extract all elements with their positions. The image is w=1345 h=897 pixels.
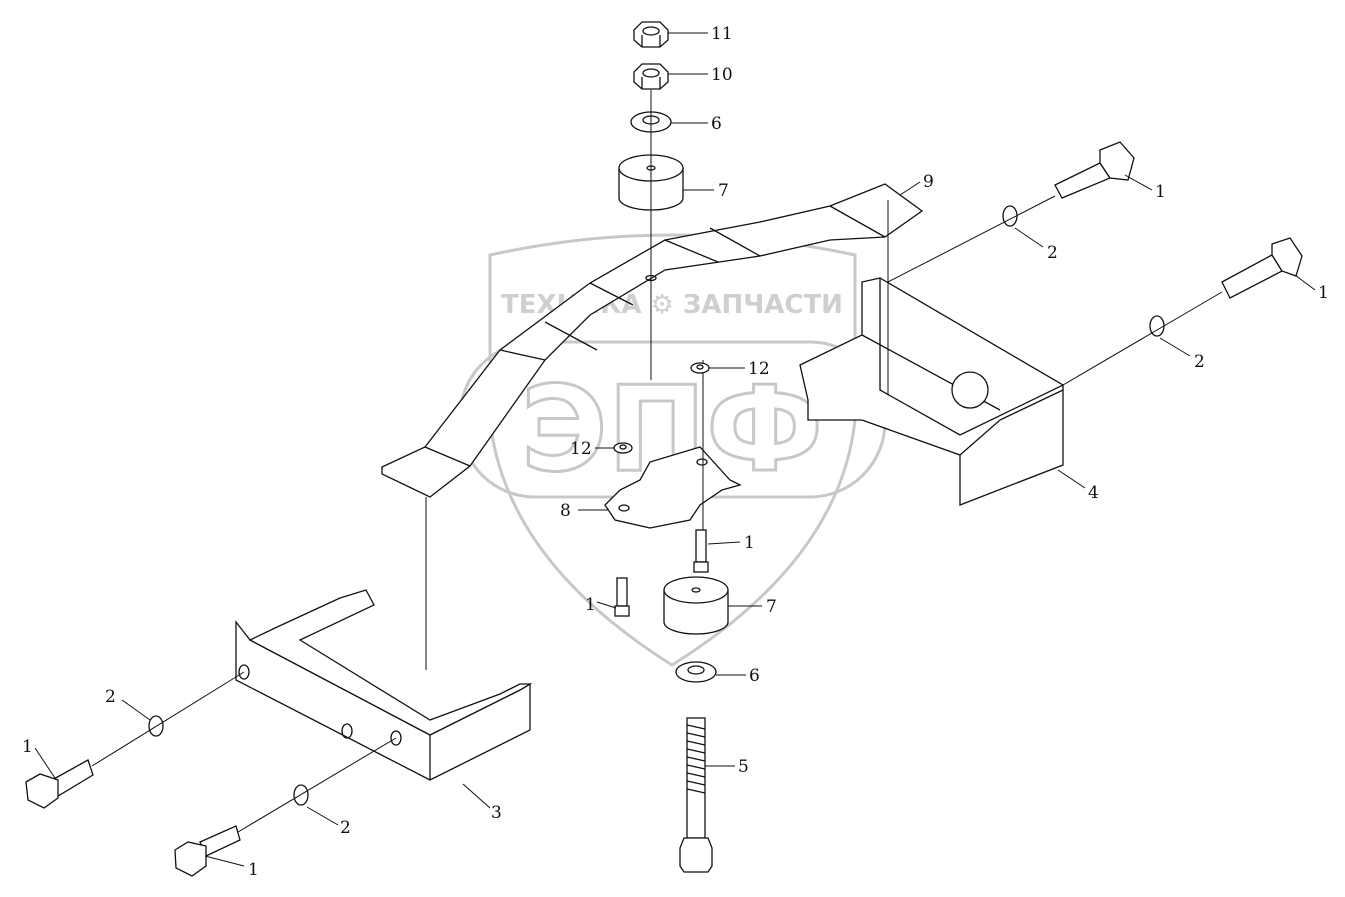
axis-front-left [91,671,245,767]
rubber-pad-bottom [663,576,729,635]
callout-leaf-spring: 9 [923,172,934,192]
callout-bracket-rear: 4 [1088,483,1099,503]
callout-clamp: 8 [560,501,571,521]
callout-washer-top: 6 [711,114,722,134]
bolt-rear-upper [1054,141,1135,199]
nut-lower [633,63,669,90]
callout-nut-upper: 11 [711,24,733,44]
small-bolt-left [614,577,630,617]
callout-small-nut-left: 12 [570,439,592,459]
leaf-spring [381,183,924,498]
bolt-front-left [25,759,94,809]
callout-pad-top: 7 [718,181,729,201]
bracket-front [235,589,533,781]
callout-bolt-rear-lower: 1 [1318,283,1329,303]
bolt-rear-lower [1221,237,1303,299]
callout-bolt-front-left: 1 [22,737,33,757]
callout-bolt-rear-upper: 1 [1155,182,1166,202]
axis-rear-lower [1062,291,1223,386]
small-nut-right [690,362,710,374]
callout-nut-lower: 10 [711,65,733,85]
callout-washer-front-left: 2 [105,687,116,707]
leader-lines [34,32,1316,867]
callout-bracket-front: 3 [491,803,502,823]
bolt-front-bottom [174,825,241,877]
flat-washer-bottom [675,661,717,683]
callout-washer-front-bottom: 2 [340,818,351,838]
small-nut-left [613,442,633,454]
callout-washer-rear-upper: 2 [1047,243,1058,263]
callout-small-bolt-left: 1 [585,595,596,615]
clamp [604,360,742,540]
callout-long-bolt: 5 [738,757,749,777]
callout-washer-bottom: 6 [749,666,760,686]
callout-pad-bottom: 7 [766,597,777,617]
long-bolt [679,717,713,873]
small-bolt-right [693,529,709,573]
callout-bolt-front-bottom: 1 [248,860,259,880]
axis-rear-upper [887,195,1056,283]
callout-small-bolt-right: 1 [744,533,755,553]
nut-upper [633,21,669,48]
callout-labels: 11 10 6 7 9 1 2 1 2 4 12 12 8 1 1 7 6 5 … [22,24,1329,880]
callout-washer-rear-lower: 2 [1194,352,1205,372]
callout-small-nut-right: 12 [748,359,770,379]
axis-front-bottom [237,737,397,833]
bracket-rear [799,277,1064,506]
